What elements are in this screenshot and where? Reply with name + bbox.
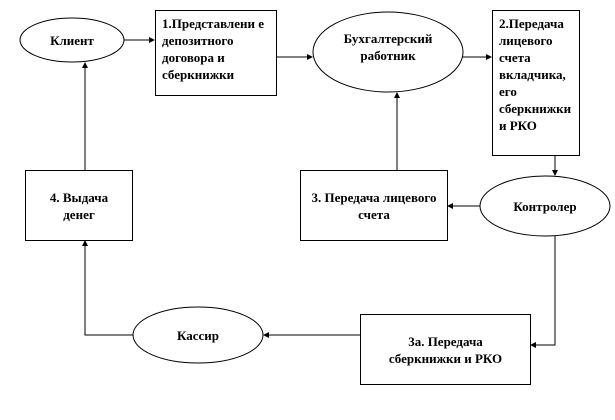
cashier-label: Кассир <box>176 327 219 343</box>
step3-box: 3. Передача лицевого счета <box>300 170 448 241</box>
accountant-ellipse <box>312 11 464 93</box>
accountant-label: Бухгалтерский работник <box>343 31 433 63</box>
step3a-box: 3а. Передача сберкнижки и РКО <box>360 314 531 385</box>
controller-label: Контролер <box>513 198 577 214</box>
arrow-cashier-step4 <box>82 240 133 336</box>
step1-box: 1.Представлени е депозитного договора и … <box>155 10 277 96</box>
step4-box: 4. Выдача денег <box>25 170 133 241</box>
arrow-controller-step3a <box>530 236 556 348</box>
client-label: Клиент <box>50 32 94 48</box>
step2-box: 2.Передача лицевого счета вкладчика, его… <box>492 10 580 156</box>
